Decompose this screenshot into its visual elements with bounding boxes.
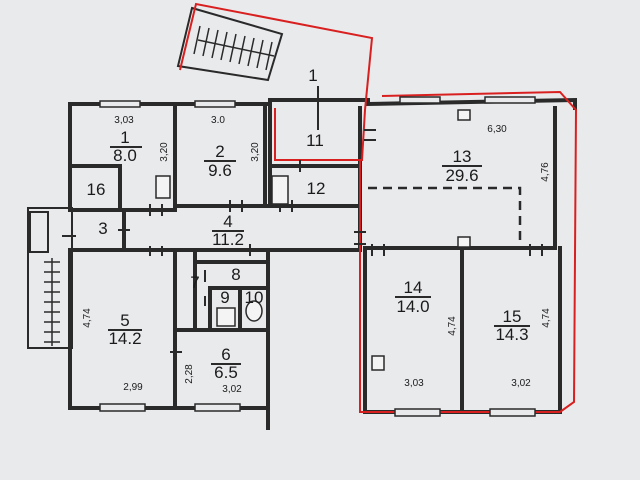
dim-room15-depth: 4,74 — [541, 308, 552, 328]
room-1-number: 1 — [120, 128, 129, 147]
room-5-number: 5 — [120, 311, 129, 330]
room-4-number: 4 — [223, 212, 232, 231]
room-11-number: 11 — [306, 131, 324, 150]
dim-room5-width: 2,99 — [123, 382, 143, 393]
room-6-area: 6.5 — [214, 363, 238, 382]
windows — [99, 96, 536, 417]
room-3-number: 3 — [98, 219, 107, 238]
dimension-labels: 3,03 3.0 3,20 3,20 6,30 4,76 4,74 2,99 2… — [82, 115, 552, 395]
room-13-area: 29.6 — [445, 166, 478, 185]
room-15-number: 15 — [503, 307, 522, 326]
room-labels: 1 8.0 2 9.6 3 4 11.2 5 14.2 6 6.5 7 8 9 … — [87, 66, 530, 382]
dim-room13-width: 6,30 — [487, 124, 507, 135]
room-8-number: 8 — [231, 265, 240, 284]
dim-room6-width: 3,02 — [222, 384, 242, 395]
room-14-number: 14 — [404, 278, 423, 297]
room-2-area: 9.6 — [208, 161, 232, 180]
room-13-number: 13 — [453, 147, 472, 166]
room-5-area: 14.2 — [108, 329, 141, 348]
room-14-area: 14.0 — [396, 297, 429, 316]
corridor-label: 1 — [308, 66, 317, 85]
interior-walls — [68, 102, 557, 414]
dim-room14-depth: 4,74 — [447, 316, 458, 336]
fixtures — [155, 109, 471, 371]
dim-room2-width: 3.0 — [211, 115, 225, 126]
dim-room14-width: 3,03 — [404, 378, 424, 389]
dim-room15-width: 3,02 — [511, 378, 531, 389]
room-1-area: 8.0 — [113, 146, 137, 165]
dim-room5-depth: 4,74 — [82, 308, 93, 328]
room-2-number: 2 — [215, 142, 224, 161]
room-4-area: 11.2 — [212, 230, 244, 249]
room-16-number: 16 — [87, 180, 106, 199]
dim-room1-depth: 3,20 — [159, 142, 170, 162]
top-staircase — [176, 6, 284, 82]
room-7-number: 7 — [190, 273, 199, 292]
dim-room1-width: 3,03 — [114, 115, 134, 126]
room-10-number: 10 — [245, 288, 264, 307]
dim-room13-depth: 4,76 — [540, 162, 551, 182]
highlight-outline — [179, 2, 578, 413]
dim-room2-depth: 3,20 — [250, 142, 261, 162]
room-15-area: 14.3 — [495, 325, 528, 344]
room-12-number: 12 — [307, 179, 326, 198]
partition-dashed — [368, 186, 522, 245]
dim-room6-depth: 2,28 — [184, 364, 195, 384]
room-6-number: 6 — [221, 345, 230, 364]
room-9-number: 9 — [220, 288, 229, 307]
